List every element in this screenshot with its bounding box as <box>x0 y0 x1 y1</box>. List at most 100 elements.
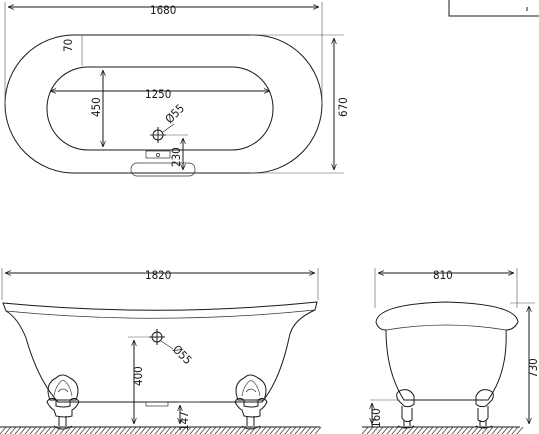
side-height-label: 730 <box>526 358 539 378</box>
floor-hatch-stroke <box>441 426 449 434</box>
floor-hatch-stroke <box>239 426 247 434</box>
floor-hatch-stroke <box>114 426 122 434</box>
plan-inner-width-label: 450 <box>89 97 103 117</box>
floor-hatch-stroke <box>49 426 57 434</box>
plan-outer-rim <box>4 34 323 174</box>
front-waste-symbol <box>149 329 174 350</box>
floor-hatch-stroke <box>421 426 429 434</box>
floor-hatch-stroke <box>14 426 22 434</box>
floor-hatch-stroke <box>259 426 267 434</box>
plan-overflow-plate <box>130 162 196 177</box>
floor-hatch-stroke <box>451 426 459 434</box>
floor-hatch-stroke <box>159 426 167 434</box>
floor-hatch-stroke <box>204 426 212 434</box>
floor-hatch-stroke <box>401 426 409 434</box>
floor-hatch-stroke <box>189 426 197 434</box>
floor-hatch-stroke <box>94 426 102 434</box>
plan-waste-offset-label: 230 <box>169 147 183 167</box>
floor-hatch-stroke <box>214 426 222 434</box>
floor-hatch-stroke <box>84 426 92 434</box>
floor-hatch-stroke <box>481 426 489 434</box>
plan-waste-diameter-label: Ø55 <box>162 101 187 126</box>
title-block <box>448 0 539 17</box>
floor-hatch-stroke <box>269 426 277 434</box>
floor-hatch-stroke <box>501 426 509 434</box>
floor-hatch-stroke <box>416 426 424 434</box>
floor-hatch-stroke <box>446 426 454 434</box>
floor-hatch-stroke <box>249 426 257 434</box>
floor-hatch-stroke <box>179 426 187 434</box>
floor-hatch-stroke <box>69 426 77 434</box>
floor-hatch-stroke <box>391 426 399 434</box>
plan-width-label: 670 <box>336 97 350 117</box>
floor-hatch-stroke <box>4 426 12 434</box>
floor-hatch-stroke <box>109 426 117 434</box>
plan-rim-width-label: 70 <box>61 39 75 52</box>
side-claw-foot-left <box>396 389 415 429</box>
floor-hatch-stroke <box>164 426 172 434</box>
floor-hatch-stroke <box>511 426 519 434</box>
side-floor-hatch <box>361 426 524 434</box>
floor-hatch-stroke <box>426 426 434 434</box>
floor-hatch-stroke <box>274 426 282 434</box>
floor-hatch-stroke <box>386 426 394 434</box>
floor-hatch-stroke <box>299 426 307 434</box>
floor-hatch-stroke <box>456 426 464 434</box>
front-elevation: 1820 <box>0 268 322 434</box>
front-floor-hatch <box>0 426 322 434</box>
side-tub-body <box>375 301 519 401</box>
floor-hatch-stroke <box>279 426 287 434</box>
floor-hatch-stroke <box>294 426 302 434</box>
floor-hatch-stroke <box>309 426 317 434</box>
floor-hatch-stroke <box>169 426 177 434</box>
floor-hatch-stroke <box>39 426 47 434</box>
floor-hatch-stroke <box>234 426 242 434</box>
floor-hatch-stroke <box>89 426 97 434</box>
side-foot-height-label: 160 <box>369 408 383 428</box>
plan-inner-length-label: 1250 <box>145 87 171 101</box>
floor-hatch-stroke <box>0 426 7 434</box>
floor-hatch-stroke <box>224 426 232 434</box>
floor-hatch-stroke <box>34 426 42 434</box>
floor-hatch-stroke <box>209 426 217 434</box>
front-waste-height-label: 400 <box>131 366 145 386</box>
floor-hatch-stroke <box>144 426 152 434</box>
floor-hatch-stroke <box>229 426 237 434</box>
floor-hatch-stroke <box>119 426 127 434</box>
plan-waste-pad <box>145 150 171 159</box>
floor-hatch-stroke <box>381 426 389 434</box>
floor-hatch-stroke <box>219 426 227 434</box>
floor-hatch-stroke <box>411 426 419 434</box>
floor-hatch-stroke <box>366 426 374 434</box>
plan-length-label: 1680 <box>150 3 176 17</box>
title-block-frame <box>448 0 539 17</box>
floor-hatch-stroke <box>314 426 322 434</box>
floor-hatch-stroke <box>134 426 142 434</box>
floor-hatch-stroke <box>476 426 484 434</box>
front-tub-body <box>2 301 318 403</box>
front-claw-foot-right <box>234 374 268 430</box>
floor-hatch-stroke <box>376 426 384 434</box>
floor-hatch-stroke <box>516 426 524 434</box>
floor-hatch-stroke <box>149 426 157 434</box>
front-length-label: 1820 <box>145 268 171 282</box>
floor-hatch-stroke <box>244 426 252 434</box>
floor-hatch-stroke <box>154 426 162 434</box>
floor-hatch-stroke <box>54 426 62 434</box>
front-waste-outlet <box>145 401 169 407</box>
floor-hatch-stroke <box>436 426 444 434</box>
floor-hatch-stroke <box>406 426 414 434</box>
floor-hatch-stroke <box>506 426 514 434</box>
plan-waste-symbol <box>150 123 175 143</box>
side-width-label: 810 <box>433 268 453 282</box>
plan-waste-dot <box>156 153 160 157</box>
floor-hatch-stroke <box>139 426 147 434</box>
floor-hatch-stroke <box>461 426 469 434</box>
side-rim-line <box>385 324 507 331</box>
floor-hatch-stroke <box>79 426 87 434</box>
floor-hatch-stroke <box>29 426 37 434</box>
floor-hatch-stroke <box>496 426 504 434</box>
floor-hatch-stroke <box>396 426 404 434</box>
